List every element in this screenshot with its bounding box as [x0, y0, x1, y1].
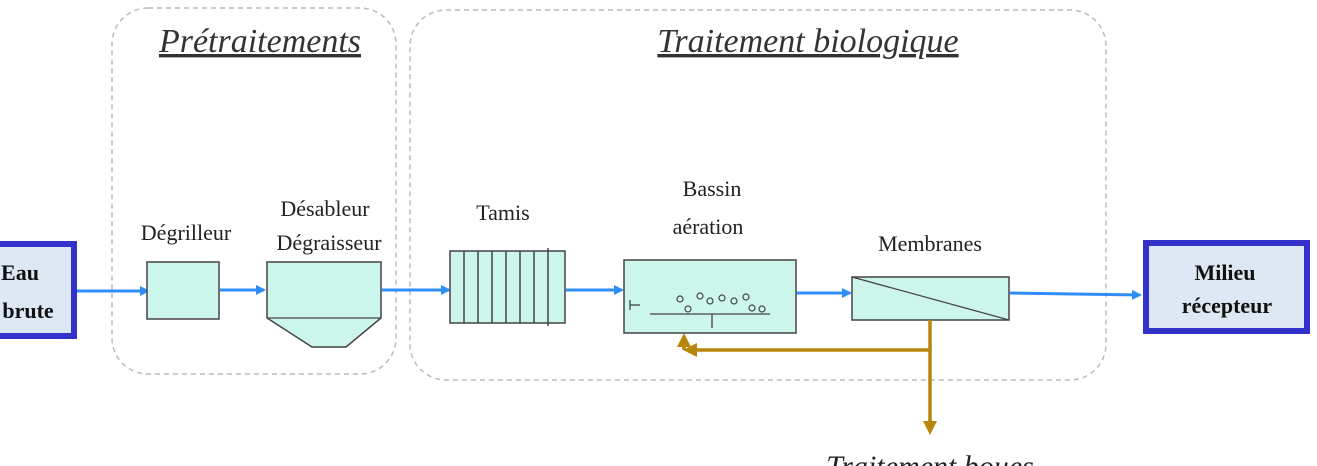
membranes-label: Membranes	[878, 231, 982, 256]
sludge-treatment-label: Traitement boues	[826, 450, 1034, 466]
pretreatment-group	[111, 7, 397, 375]
pretreatment-title: Prétraitements	[158, 23, 361, 60]
receiving-environment-label-2: récepteur	[1182, 293, 1273, 318]
flow-arrow-6	[1009, 289, 1142, 300]
aeration-label-1: Bassin	[683, 176, 742, 201]
receiving-environment-box	[1143, 240, 1310, 334]
membrane-diagonal	[851, 276, 1010, 321]
biological-group	[409, 9, 1107, 381]
biological-title: Traitement biologique	[657, 23, 958, 60]
screen-box	[146, 261, 220, 320]
raw-water-label-1: Eau	[1, 260, 39, 285]
sieve-bars	[463, 248, 549, 326]
aeration-diffuser	[629, 300, 770, 328]
receiving-environment-label-1: Milieu	[1194, 260, 1255, 285]
air-bubbles	[676, 292, 766, 313]
degritter-tank	[266, 261, 382, 348]
screen-label: Dégrilleur	[141, 220, 232, 245]
aeration-basin	[623, 259, 797, 334]
degritter-label-1: Désableur	[280, 196, 370, 221]
raw-water-box	[0, 241, 77, 339]
raw-water-label-2: brute	[2, 298, 54, 323]
sieve-box	[449, 250, 566, 324]
aeration-label-2: aération	[673, 214, 744, 239]
degritter-label-2: Dégraisseur	[276, 230, 382, 255]
sieve-label: Tamis	[476, 200, 529, 225]
